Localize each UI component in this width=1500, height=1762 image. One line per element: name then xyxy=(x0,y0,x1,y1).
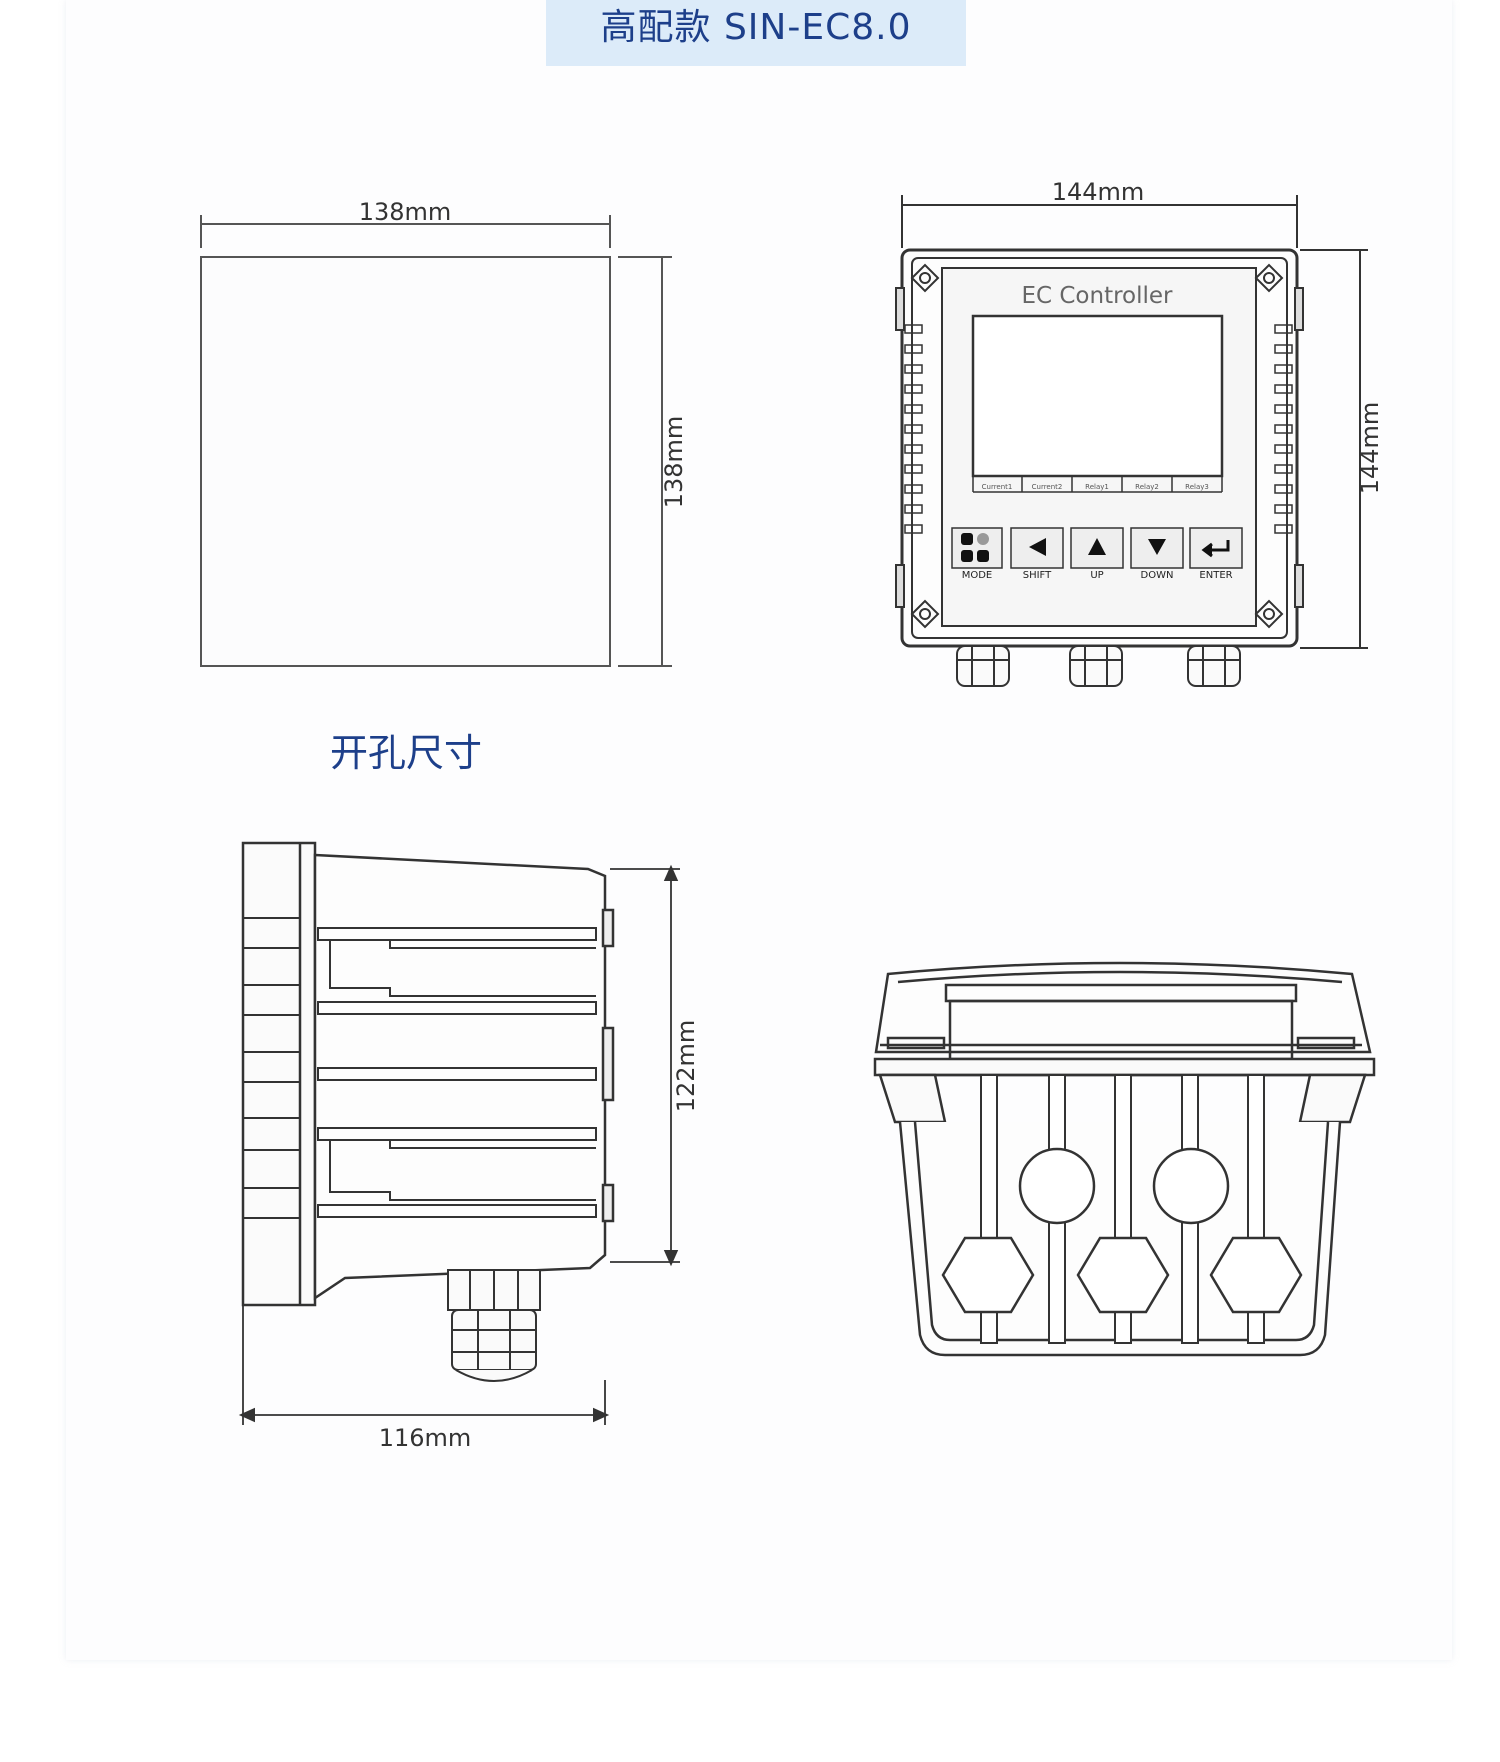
shift-button-label: SHIFT xyxy=(1023,570,1052,581)
title-banner: 高配款 SIN-EC8.0 xyxy=(546,0,966,66)
arrow-down-icon xyxy=(1148,539,1166,555)
side-height-label: 122mm xyxy=(672,1020,700,1113)
up-button[interactable] xyxy=(1070,527,1124,569)
enter-button-label: ENTER xyxy=(1199,570,1232,581)
cutout-height-label: 138mm xyxy=(660,416,688,509)
title-text: 高配款 SIN-EC8.0 xyxy=(600,7,912,48)
enter-icon xyxy=(1201,540,1230,558)
indicator-label: Relay1 xyxy=(1085,483,1109,491)
vents-right xyxy=(1274,324,1293,534)
side-depth-label: 116mm xyxy=(379,1424,472,1452)
mode-button-label: MODE xyxy=(962,570,993,581)
bottom-flange xyxy=(873,1057,1376,1077)
indicator-label: Relay2 xyxy=(1135,483,1159,491)
side-view xyxy=(238,841,680,1425)
up-button-label: UP xyxy=(1090,570,1103,581)
cutout-drawing xyxy=(200,215,672,667)
round-port xyxy=(1152,1147,1230,1225)
hex-gland xyxy=(1209,1236,1303,1314)
front-width-label: 144mm xyxy=(1052,178,1145,206)
side-cable-gland xyxy=(447,1269,541,1382)
side-bezel xyxy=(241,841,317,1307)
enter-button[interactable] xyxy=(1189,527,1243,569)
down-button-label: DOWN xyxy=(1141,570,1174,581)
side-body xyxy=(313,853,607,1301)
cutout-square xyxy=(200,256,611,667)
vents-left xyxy=(904,324,923,534)
lcd-display xyxy=(971,314,1224,478)
cable-gland-bottom xyxy=(956,645,1241,687)
indicator-label: Relay3 xyxy=(1185,483,1209,491)
cutout-caption: 开孔尺寸 xyxy=(330,731,483,775)
round-port xyxy=(1018,1147,1096,1225)
mode-button[interactable] xyxy=(951,527,1003,569)
arrow-left-icon xyxy=(1029,538,1046,556)
screw-icon xyxy=(910,263,1284,629)
front-view xyxy=(895,195,1368,687)
mode-icon xyxy=(961,533,989,562)
hex-gland xyxy=(941,1236,1035,1314)
hex-gland xyxy=(1076,1236,1170,1314)
front-height-label: 144mm xyxy=(1356,402,1384,495)
device-label: EC Controller xyxy=(1021,283,1173,309)
indicator-label: Current1 xyxy=(982,483,1013,491)
bottom-view xyxy=(873,961,1376,1357)
indicator-label: Current2 xyxy=(1032,483,1063,491)
arrow-up-icon xyxy=(1088,538,1106,555)
cutout-width-label: 138mm xyxy=(359,198,452,226)
